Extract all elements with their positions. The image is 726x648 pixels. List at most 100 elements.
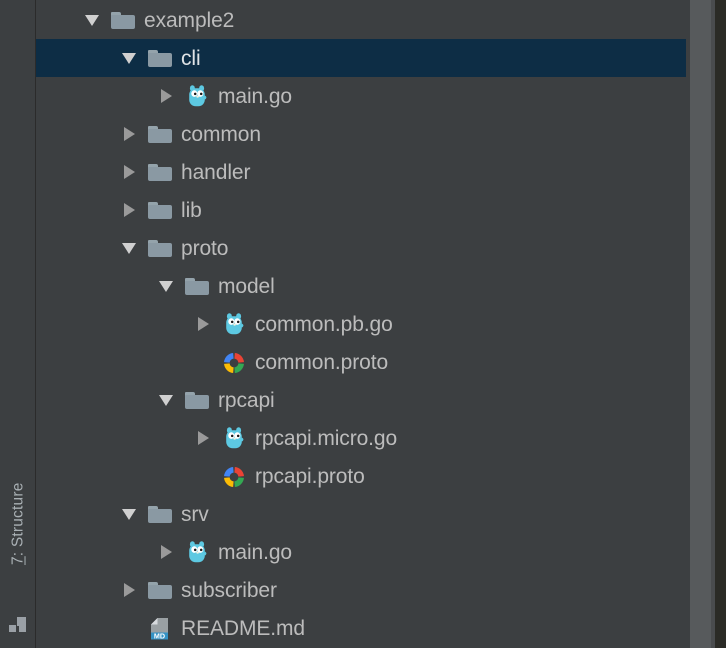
tree-row-icon: [147, 45, 173, 71]
folder-icon-tab: [148, 126, 158, 130]
tree-row-label: rpcapi: [218, 388, 275, 412]
tree-row[interactable]: proto: [36, 229, 686, 267]
tree-row-label: subscriber: [181, 578, 277, 602]
tree-row-label: handler: [181, 160, 251, 184]
chevron-right-icon[interactable]: [154, 77, 180, 115]
tree-row-label: main.go: [218, 540, 293, 564]
tree-row-icon: MD: [147, 615, 173, 641]
tree-row[interactable]: common.proto: [36, 343, 686, 381]
proto-icon: [224, 467, 244, 487]
tree-row[interactable]: common: [36, 115, 686, 153]
tree-row-icon: [184, 539, 210, 565]
tool-window-tab-label: 7: Structure: [9, 483, 27, 566]
tree-row-icon: [147, 121, 173, 147]
chevron-right-icon[interactable]: [117, 571, 143, 609]
proto-icon-segment-red: [234, 353, 244, 363]
proto-icon-segment-green: [234, 363, 244, 373]
chevron-down-icon[interactable]: [117, 229, 143, 267]
folder-icon-tab: [148, 50, 158, 54]
go-file-icon: [226, 313, 244, 335]
folder-icon: [185, 278, 209, 295]
folder-icon-body: [185, 395, 209, 409]
folder-icon-tab: [148, 582, 158, 586]
tree-row[interactable]: srv: [36, 495, 686, 533]
folder-icon-body: [148, 129, 172, 143]
folder-icon-tab: [148, 506, 158, 510]
chevron-right-icon[interactable]: [191, 305, 217, 343]
right-rail: [686, 0, 726, 648]
chevron-down-icon[interactable]: [154, 381, 180, 419]
twisty-placeholder: [191, 457, 217, 495]
twisty-placeholder: [191, 343, 217, 381]
chevron-down-icon[interactable]: [80, 1, 106, 39]
proto-icon-segment-green: [234, 477, 244, 487]
chevron-down-icon[interactable]: [117, 495, 143, 533]
structure-icon[interactable]: [8, 614, 28, 634]
chevron-right-icon[interactable]: [117, 115, 143, 153]
proto-icon-segment-blue: [224, 467, 234, 477]
tree-row-label: rpcapi.micro.go: [255, 426, 398, 450]
tree-row[interactable]: example2: [36, 1, 686, 39]
tree-row[interactable]: rpcapi.micro.go: [36, 419, 686, 457]
tree-row[interactable]: cli: [36, 39, 686, 77]
tree-row-icon: [221, 425, 247, 451]
panel-divider: [711, 0, 715, 648]
folder-icon: [148, 50, 172, 67]
folder-icon-body: [185, 281, 209, 295]
folder-icon: [111, 12, 135, 29]
folder-icon: [148, 582, 172, 599]
tree-row[interactable]: MD README.md: [36, 609, 686, 647]
folder-icon-body: [148, 53, 172, 67]
markdown-icon: MD: [151, 618, 168, 640]
tree-row[interactable]: main.go: [36, 77, 686, 115]
tree-row[interactable]: handler: [36, 153, 686, 191]
tree-row-label: rpcapi.proto: [255, 464, 365, 488]
vertical-scrollbar[interactable]: [690, 0, 711, 648]
tree-row[interactable]: rpcapi.proto: [36, 457, 686, 495]
go-file-icon: [189, 541, 207, 563]
tree-row[interactable]: main.go: [36, 533, 686, 571]
tree-row[interactable]: model: [36, 267, 686, 305]
chevron-down-icon[interactable]: [154, 267, 180, 305]
tree-row-icon: [184, 387, 210, 413]
tree-row-icon: [147, 235, 173, 261]
structure-icon-square-bottom-right: [19, 625, 26, 632]
folder-icon-tab: [148, 240, 158, 244]
tree-row-label: example2: [144, 8, 235, 32]
tree-row[interactable]: rpcapi: [36, 381, 686, 419]
chevron-right-icon[interactable]: [117, 191, 143, 229]
tree-row-label: proto: [181, 236, 229, 260]
tree-row-label: srv: [181, 502, 209, 526]
tool-window-tab-structure[interactable]: 7: Structure: [0, 444, 36, 604]
editor-edge: [715, 0, 726, 648]
chevron-right-icon[interactable]: [117, 153, 143, 191]
left-tool-strip: 7: Structure: [0, 0, 36, 648]
tree-row[interactable]: lib: [36, 191, 686, 229]
folder-icon-body: [111, 15, 135, 29]
tree-row-label: common.pb.go: [255, 312, 393, 336]
tree-row-label: cli: [181, 46, 201, 70]
tree-row[interactable]: subscriber: [36, 571, 686, 609]
tree-row-label: common.proto: [255, 350, 389, 374]
proto-icon-segment-blue: [224, 353, 234, 363]
folder-icon-tab: [148, 202, 158, 206]
folder-icon: [148, 506, 172, 523]
tree-row-icon: [147, 577, 173, 603]
tree-row[interactable]: common.pb.go: [36, 305, 686, 343]
tree-row-icon: [147, 197, 173, 223]
tree-row-icon: [147, 501, 173, 527]
tool-window-tab-separator: :: [9, 547, 27, 557]
tree-row-icon: [110, 7, 136, 33]
folder-icon: [148, 240, 172, 257]
folder-icon-tab: [111, 12, 121, 16]
tree-row-label: README.md: [181, 616, 305, 640]
chevron-right-icon[interactable]: [154, 533, 180, 571]
tree-row-label: lib: [181, 198, 202, 222]
folder-icon-body: [148, 585, 172, 599]
structure-icon-square-top-right: [17, 617, 26, 626]
chevron-right-icon[interactable]: [191, 419, 217, 457]
chevron-down-icon[interactable]: [117, 39, 143, 77]
